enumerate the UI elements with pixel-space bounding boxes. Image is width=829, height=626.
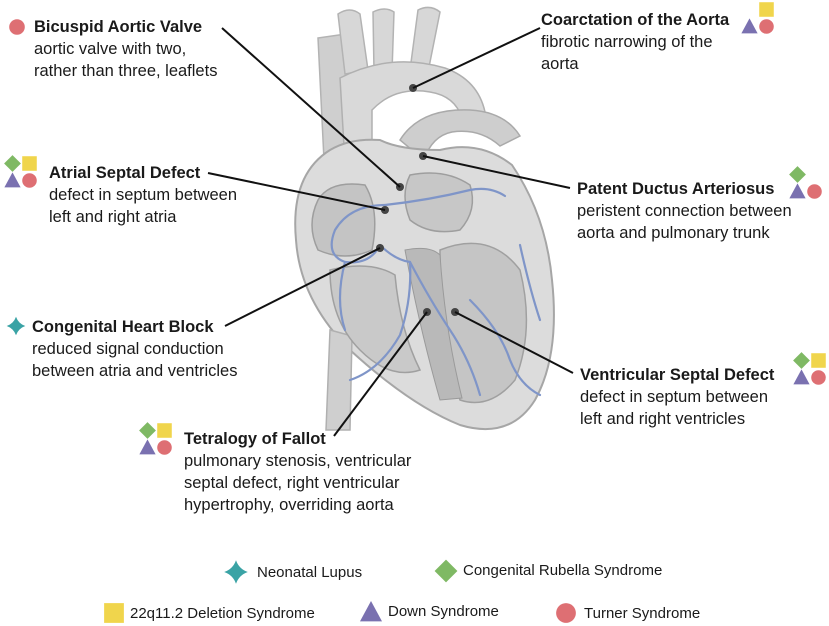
rubella-symbol-icon (789, 166, 806, 183)
rubella-symbol-icon (793, 352, 810, 369)
deletion22q-symbol-icon (811, 353, 826, 368)
left-atrium (404, 172, 474, 233)
turner-symbol-icon (157, 440, 172, 455)
defect-title: Atrial Septal Defect (49, 164, 201, 182)
turner-symbol-icon (9, 19, 25, 35)
vena-cava-inferior (325, 329, 353, 431)
marker-cluster-chb (6, 316, 26, 336)
defect-desc-line: rather than three, leaflets (34, 62, 218, 80)
defect-desc-line: aortic valve with two, (34, 40, 187, 58)
defect-title: Bicuspid Aortic Valve (34, 18, 203, 36)
rubella-symbol-icon (434, 559, 458, 583)
marker-cluster-tof (139, 422, 172, 455)
leader-tof (333, 311, 428, 437)
defect-title: Coarctation of the Aorta (541, 11, 730, 29)
leader-pda (422, 155, 571, 189)
label-bicuspid-aortic-valve: Bicuspid Aortic Valve aortic valve with … (34, 16, 217, 82)
turner-symbol-icon (811, 370, 826, 385)
lupus-symbol-icon (224, 560, 248, 584)
turner-symbol-icon (22, 173, 37, 188)
defect-desc-line: defect in septum between (49, 186, 238, 204)
label-tetralogy-of-fallot: Tetralogy of Fallot pulmonary stenosis, … (184, 428, 411, 516)
deletion22q-symbol-icon (759, 2, 774, 17)
marker-cluster-vsd (793, 352, 826, 385)
pulmonary-trunk (399, 109, 522, 162)
label-coarctation-of-aorta: Coarctation of the Aorta fibrotic narrow… (541, 9, 729, 75)
leader-vsd (454, 311, 574, 374)
down-symbol-icon (741, 18, 758, 34)
turner-symbol-icon (759, 19, 774, 34)
label-atrial-septal-defect: Atrial Septal Defect defect in septum be… (49, 162, 237, 228)
down-symbol-icon (793, 369, 810, 385)
marker-cluster-asd (4, 155, 37, 188)
defect-title: Patent Ductus Arteriosus (577, 180, 775, 198)
defect-desc-line: pulmonary stenosis, ventricular (184, 452, 412, 470)
defect-desc-line: peristent connection between (577, 202, 792, 220)
legend-icons (104, 559, 576, 623)
rubella-symbol-icon (4, 155, 21, 172)
legend-label-neonatal-lupus: Neonatal Lupus (257, 564, 363, 581)
leader-lines (207, 27, 574, 437)
turner-symbol-icon (556, 603, 576, 623)
label-ventricular-septal-defect: Ventricular Septal Defect defect in sept… (580, 364, 774, 430)
leader-coarctation (412, 27, 541, 89)
defect-desc-line: left and right atria (49, 208, 177, 226)
lupus-symbol-icon (6, 316, 26, 336)
down-symbol-icon (789, 183, 806, 199)
leader-chb (224, 247, 381, 327)
syndrome-markers (4, 2, 826, 455)
marker-cluster-pda (789, 166, 822, 199)
defect-desc-line: fibrotic narrowing of the (541, 33, 713, 51)
turner-symbol-icon (807, 184, 822, 199)
deletion22q-symbol-icon (22, 156, 37, 171)
defect-desc-line: aorta (541, 55, 579, 73)
defect-desc-line: septal defect, right ventricular (184, 474, 400, 492)
rubella-symbol-icon (139, 422, 156, 439)
leader-asd (207, 172, 386, 211)
marker-cluster-coarctation (741, 2, 774, 34)
label-patent-ductus-arteriosus: Patent Ductus Arteriosus peristent conne… (577, 178, 792, 244)
defect-desc-line: reduced signal conduction (32, 340, 224, 358)
defect-title: Ventricular Septal Defect (580, 366, 775, 384)
deletion22q-symbol-icon (157, 423, 172, 438)
legend-label-22q11-deletion: 22q11.2 Deletion Syndrome (130, 605, 315, 622)
defect-title: Tetralogy of Fallot (184, 430, 326, 448)
marker-cluster-bicuspid (9, 19, 25, 35)
defect-title: Congenital Heart Block (32, 318, 214, 336)
conduction-system (330, 187, 542, 397)
legend-label-turner-syndrome: Turner Syndrome (584, 605, 701, 622)
defect-desc-line: aorta and pulmonary trunk (577, 224, 770, 242)
defect-desc-line: between atria and ventricles (32, 362, 238, 380)
defect-desc-line: left and right ventricles (580, 410, 746, 428)
down-symbol-icon (4, 172, 21, 188)
label-congenital-heart-block: Congenital Heart Block reduced signal co… (32, 316, 237, 382)
legend-label-down-syndrome: Down Syndrome (388, 603, 499, 620)
leader-bicuspid (221, 27, 401, 188)
ventricular-septum (404, 247, 463, 401)
heart-illustration (294, 6, 555, 431)
aortic-branch-1 (337, 9, 369, 75)
legend-label-congenital-rubella: Congenital Rubella Syndrome (463, 562, 663, 579)
down-symbol-icon (139, 439, 156, 455)
deletion22q-symbol-icon (104, 603, 124, 623)
aortic-branch-3 (409, 6, 441, 73)
defect-desc-line: hypertrophy, overriding aorta (184, 496, 394, 514)
down-symbol-icon (359, 600, 383, 622)
defect-desc-line: defect in septum between (580, 388, 769, 406)
